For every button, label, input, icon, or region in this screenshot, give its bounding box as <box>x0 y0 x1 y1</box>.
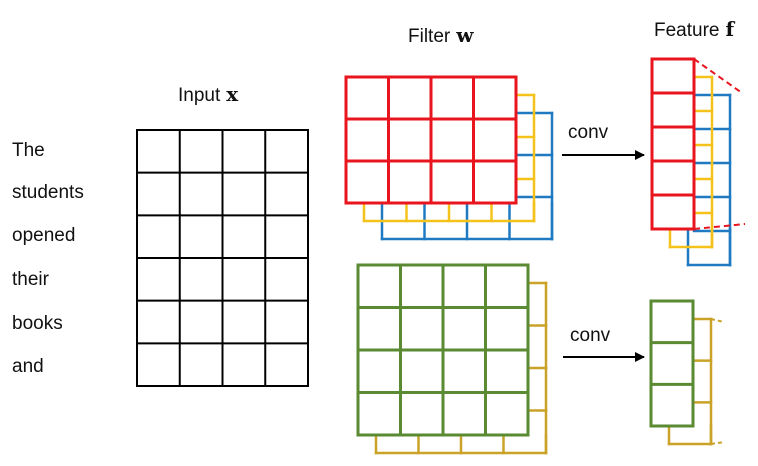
filter-stack-top <box>344 75 554 241</box>
feature-green-border <box>649 299 695 428</box>
conv-label-bottom: conv <box>570 325 611 346</box>
feature-gold-dash-top <box>710 318 725 323</box>
filter-stack-bottom <box>356 263 548 455</box>
word-4: their <box>12 269 50 290</box>
filter-red-border <box>344 75 518 205</box>
input-grid-border <box>136 129 309 387</box>
input-matrix <box>136 129 309 387</box>
word-1: The <box>12 140 45 161</box>
feature-red-border <box>650 57 696 231</box>
feature-map-bottom <box>649 299 725 446</box>
feature-gold-dash-bottom <box>710 441 725 445</box>
feature-red-dash-bottom <box>693 223 746 230</box>
feature-map-top <box>650 57 746 267</box>
sentence-words: The students opened their books and <box>12 140 84 377</box>
word-2: students <box>12 182 84 203</box>
filter-green-border <box>356 263 530 437</box>
word-6: and <box>12 356 44 377</box>
word-5: books <box>12 313 63 334</box>
word-3: opened <box>12 225 75 246</box>
conv-label-top: conv <box>568 122 609 143</box>
